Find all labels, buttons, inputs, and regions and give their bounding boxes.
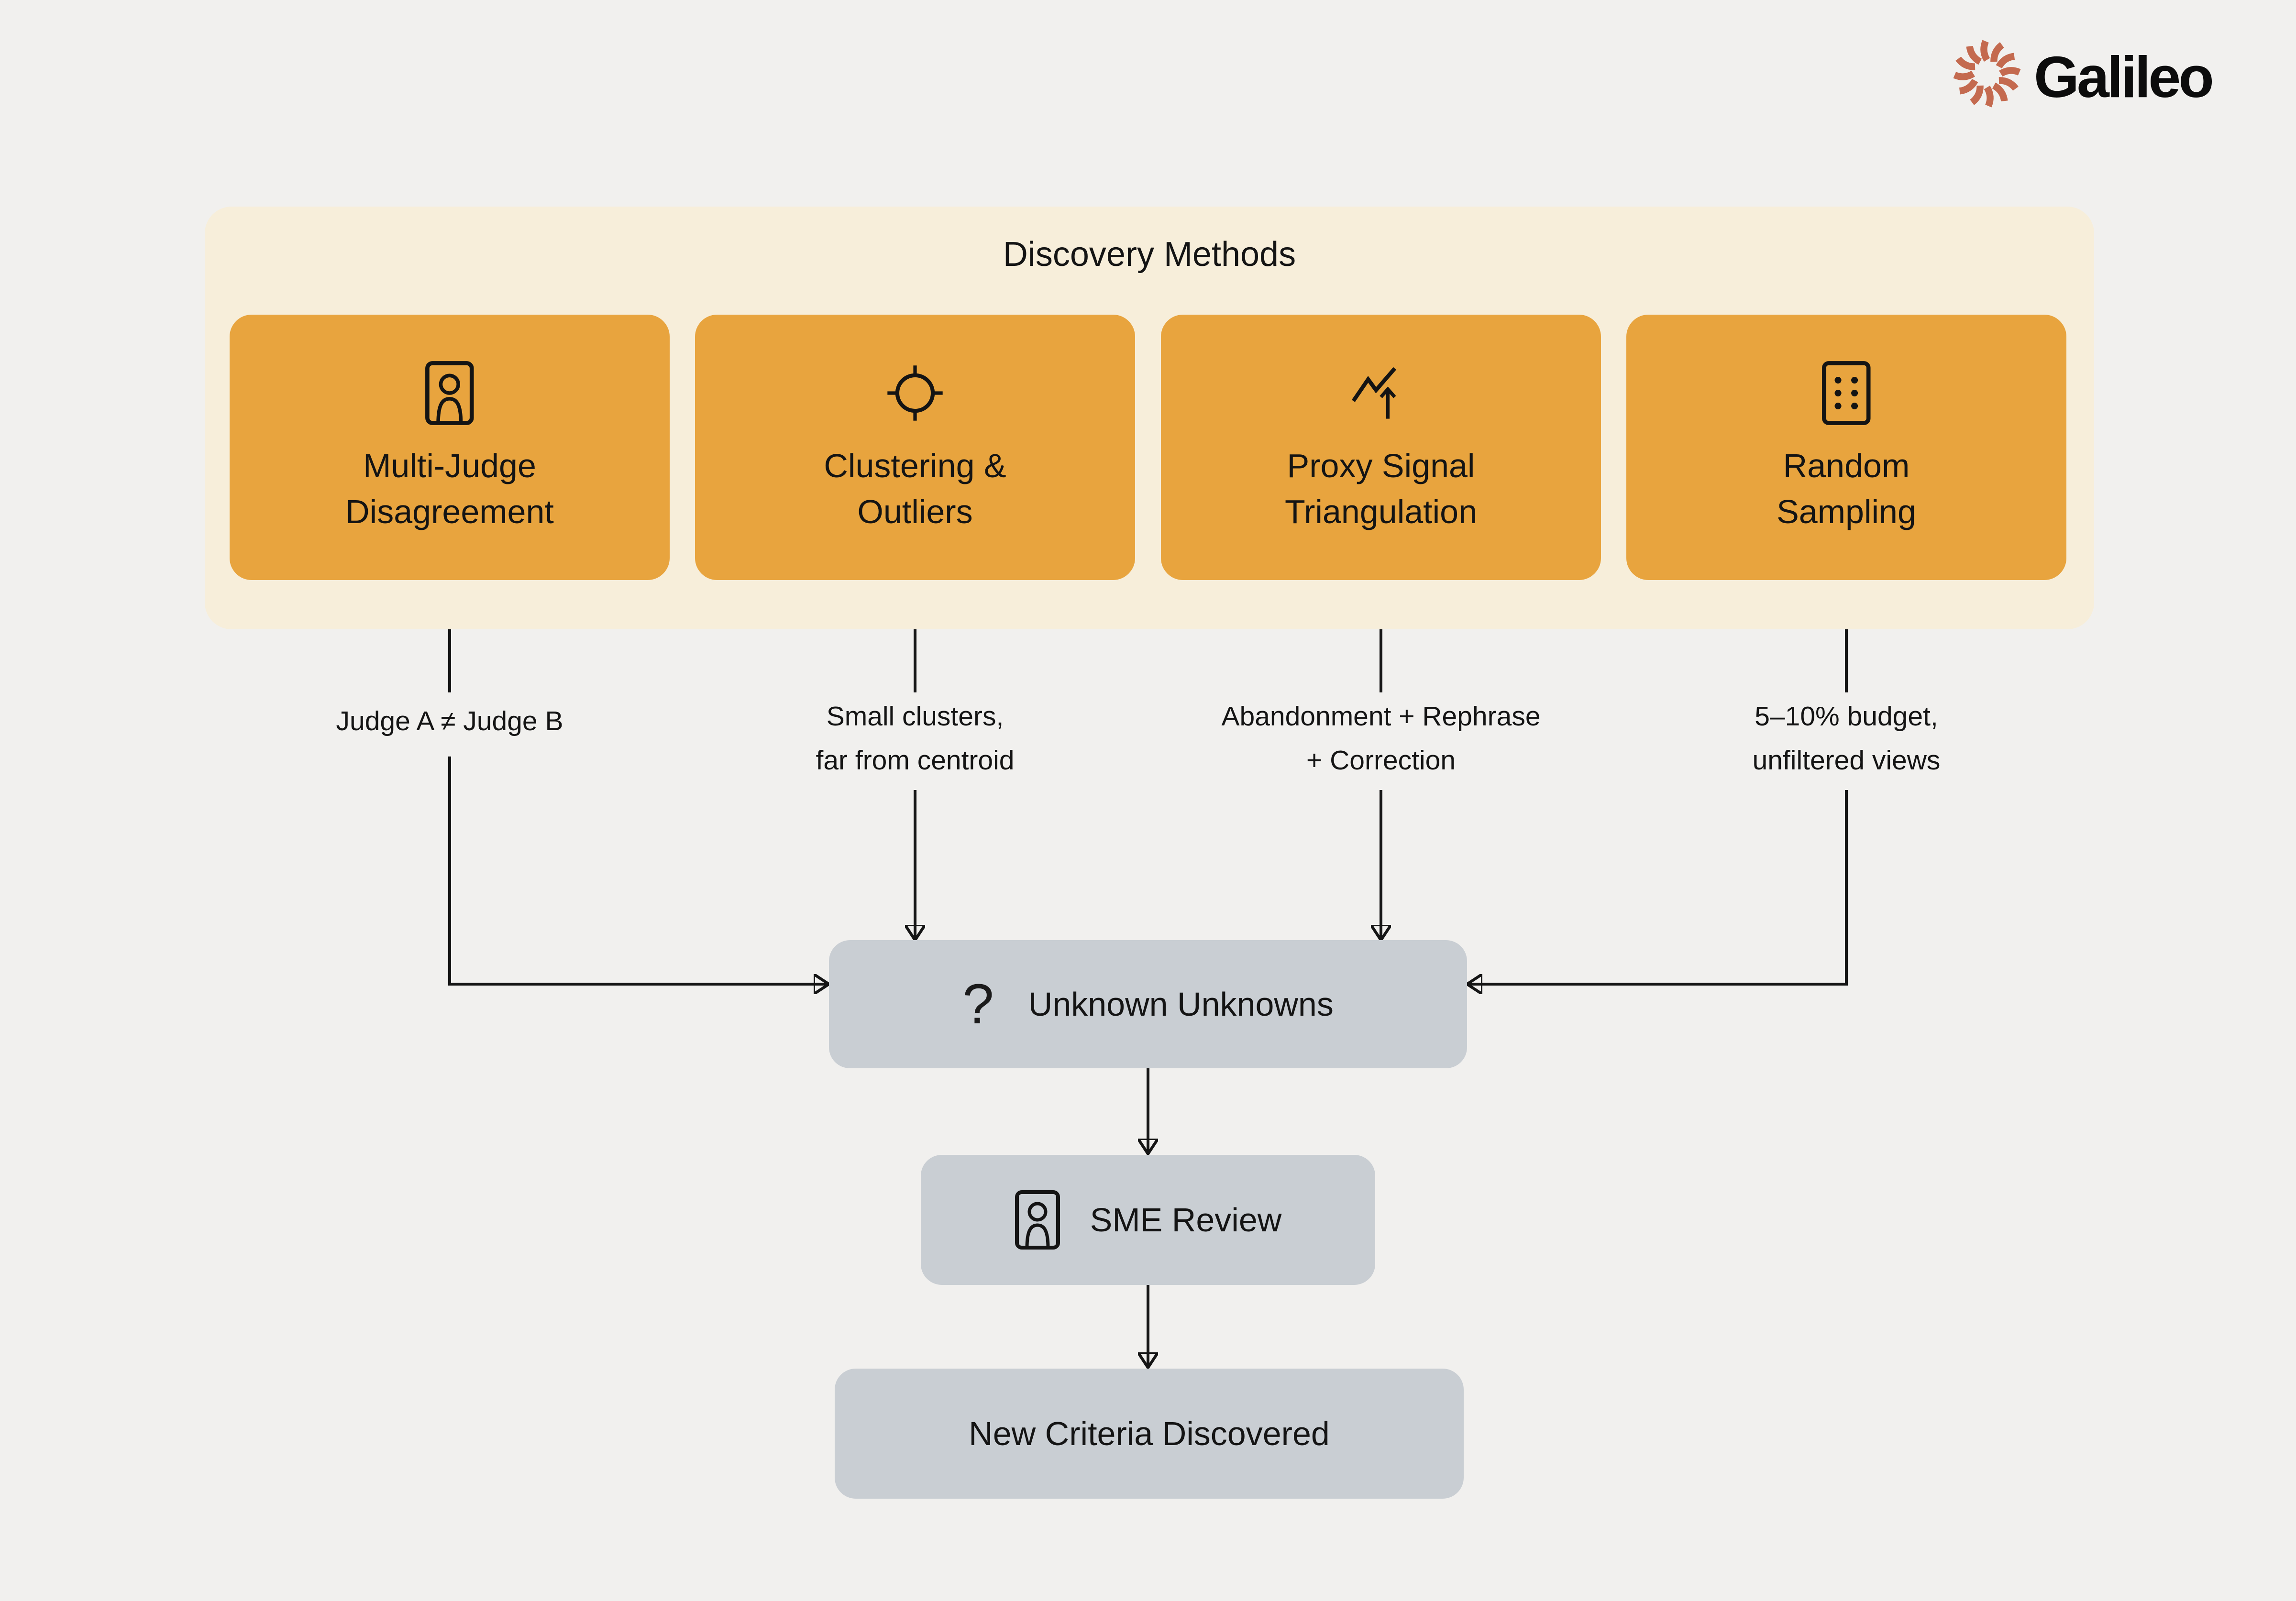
- note-small-clusters: Small clusters, far from centroid: [816, 701, 1015, 776]
- method-label: Proxy Signal Triangulation: [1284, 447, 1478, 530]
- new-criteria-discovered-box: New Criteria Discovered: [835, 1369, 1464, 1499]
- connector-random-elbow: [1467, 790, 1848, 984]
- note-abandonment-signals: Abandonment + Rephrase + Correction: [1221, 701, 1541, 776]
- die-six-icon: [1821, 361, 1871, 426]
- note-judge-disagreement: Judge A ≠ Judge B: [336, 706, 563, 736]
- discovery-methods-panel: Discovery Methods Multi-Judge Disagreeme…: [205, 207, 2094, 629]
- method-box-multi-judge-disagreement: Multi-Judge Disagreement: [230, 315, 670, 580]
- method-label: Random Sampling: [1777, 447, 1916, 530]
- method-box-random-sampling: Random Sampling: [1626, 315, 2066, 580]
- method-box-clustering-outliers: Clustering & Outliers: [695, 315, 1135, 580]
- user-badge-icon: [1015, 1190, 1060, 1250]
- connector-multi-judge-elbow: [448, 757, 829, 984]
- unknown-unknowns-label: Unknown Unknowns: [1028, 986, 1334, 1023]
- galileo-wordmark: Galileo: [2034, 44, 2214, 110]
- panel-title: Discovery Methods: [1003, 235, 1296, 274]
- target-icon: [883, 361, 948, 426]
- method-label: Multi-Judge Disagreement: [345, 447, 554, 530]
- trend-up-arrow-icon: [1348, 361, 1413, 426]
- question-mark-icon: ?: [962, 973, 994, 1036]
- method-box-proxy-signal-triangulation: Proxy Signal Triangulation: [1161, 315, 1601, 580]
- new-criteria-label: New Criteria Discovered: [969, 1415, 1330, 1452]
- method-label: Clustering & Outliers: [824, 447, 1006, 530]
- user-badge-icon: [425, 361, 475, 426]
- sme-review-box: SME Review: [921, 1155, 1375, 1285]
- unknown-unknowns-box: ? Unknown Unknowns: [829, 940, 1467, 1068]
- galileo-logo: Galileo: [1953, 39, 2214, 110]
- sme-review-label: SME Review: [1090, 1201, 1282, 1239]
- note-sampling-budget: 5–10% budget, unfiltered views: [1752, 701, 1941, 776]
- galileo-flower-icon: [1953, 40, 2021, 108]
